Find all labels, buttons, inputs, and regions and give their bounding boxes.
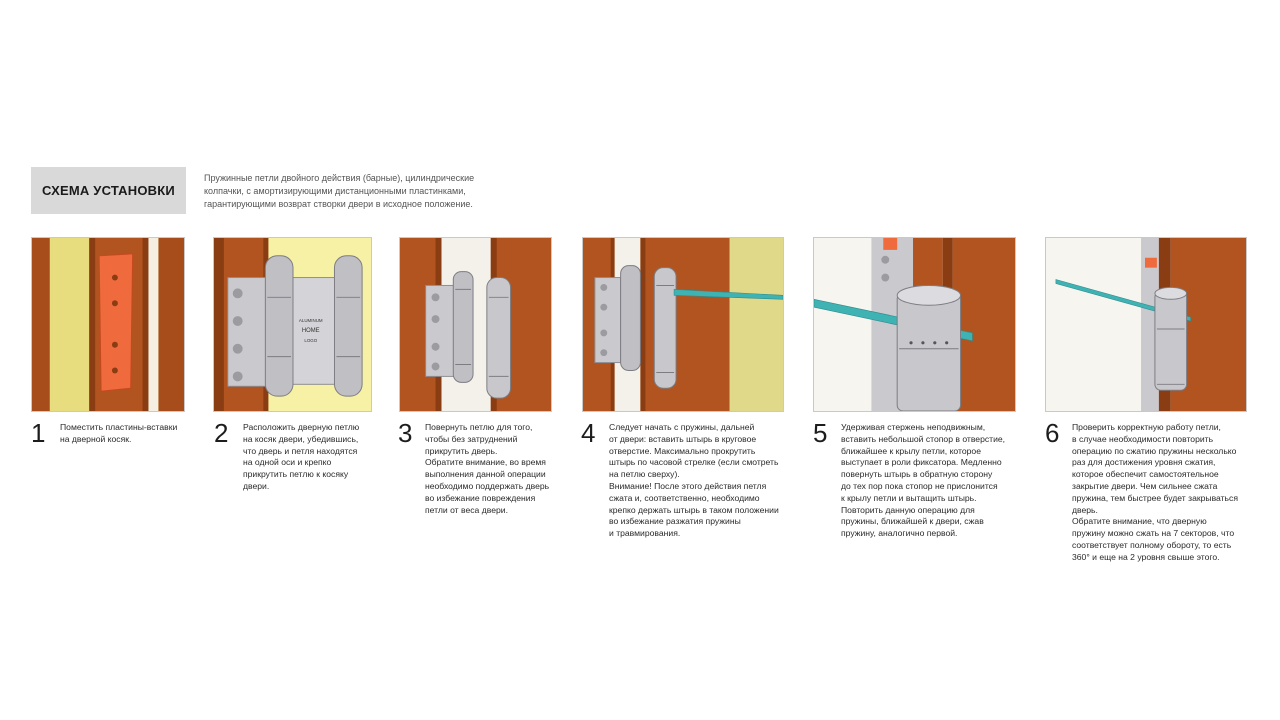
step-line: крепко держать штырь в таком положении (609, 504, 779, 515)
step-line: в случае необходимости повторить (1072, 433, 1214, 444)
step-line: и травмирования. (609, 528, 681, 539)
step-1-text: Поместить пластины-вставки на дверной ко… (60, 422, 177, 446)
step-line: необходимо поддержать дверь (425, 480, 550, 491)
step-line: Удерживая стержень неподвижным, (841, 422, 986, 432)
step-line: отверстие. Максимально прокрутить (609, 445, 756, 456)
hinge-logo-line: LOGO (304, 338, 317, 343)
intro-line: колпачки, с амортизирующими дистанционны… (204, 186, 466, 196)
intro-line: Пружинные петли двойного действия (барны… (204, 173, 475, 183)
step-6-text: Проверить корректную работу петли, в слу… (1072, 422, 1238, 564)
step-line: петли от веса двери. (425, 504, 508, 515)
step-2-illustration: ALUMINUM HOME LOGO (213, 237, 372, 412)
step-line: пружина, тем быстрее будет закрываться (1072, 492, 1238, 503)
step-line: соответствует полному обороту, то есть (1072, 539, 1232, 550)
step-line: Внимание! После этого действия петля (609, 480, 767, 491)
step-line: на петлю сверху). (609, 469, 680, 480)
step-line: Поместить пластины-вставки (60, 422, 178, 432)
step-line: прикрутить петлю к косяку (243, 469, 349, 480)
step-4-text: Следует начать с пружины, дальней от две… (609, 422, 779, 540)
step-line: на дверной косяк. (60, 433, 132, 444)
step-line: чтобы без затруднений (425, 433, 518, 444)
step-line: к крылу петли и вытащить штырь. (841, 492, 977, 503)
step-line: во избежание повреждения (425, 492, 536, 503)
step-line: двери. (243, 480, 270, 491)
step-line: ближайшее к крылу петли, которое (841, 445, 981, 456)
step-line: операцию по сжатию пружины несколько (1072, 445, 1237, 456)
step-line: до тех пор пока стопор не прислонится (841, 480, 998, 491)
step-line: 360° и еще на 2 уровня свыше этого. (1072, 551, 1220, 562)
step-line: пружины, ближайшей к двери, сжав (841, 516, 984, 527)
step-line: Обратите внимание, что дверную (1072, 516, 1207, 527)
intro-line: гарантирующими возврат створки двери в и… (204, 199, 473, 209)
step-line: Повернуть петлю для того, (425, 422, 533, 432)
step-line: которое обеспечит самостоятельное (1072, 469, 1219, 480)
step-1-illustration (31, 237, 185, 412)
step-4-number: 4 (581, 418, 596, 448)
step-line: дверь. (1072, 504, 1098, 515)
step-line: во избежание разжатия пружины (609, 516, 741, 527)
step-line: Обратите внимание, во время (425, 457, 546, 468)
step-3-text: Повернуть петлю для того, чтобы без затр… (425, 422, 549, 516)
step-line: Проверить корректную работу петли, (1072, 422, 1221, 432)
step-5-text: Удерживая стержень неподвижным, вставить… (841, 422, 1005, 540)
step-line: сжата и, соответственно, необходимо (609, 492, 760, 503)
step-line: штырь по часовой стрелке (если смотреть (609, 457, 779, 468)
step-line: от двери: вставить штырь в круговое (609, 433, 757, 444)
step-line: раз для достижения уровня сжатия, (1072, 457, 1216, 468)
step-line: прикрутить дверь. (425, 445, 498, 456)
step-line: Повторить данную операцию для (841, 504, 975, 515)
hinge-logo-line: HOME (302, 328, 320, 334)
intro-text: Пружинные петли двойного действия (барны… (204, 172, 504, 211)
step-line: Следует начать с пружины, дальней (609, 422, 755, 432)
step-line: Расположить дверную петлю (243, 422, 360, 432)
step-1-number: 1 (31, 418, 46, 448)
hinge-logo-line: ALUMINUM (299, 318, 323, 323)
step-6-number: 6 (1045, 418, 1060, 448)
step-line: пружину, аналогично первой. (841, 528, 958, 539)
step-3-number: 3 (398, 418, 413, 448)
step-line: пружину можно сжать на 7 секторов, что (1072, 528, 1235, 539)
step-line: выступает в роли фиксатора. Медленно (841, 457, 1002, 468)
step-4-illustration (582, 237, 784, 412)
step-3-illustration (399, 237, 552, 412)
step-line: повернуть штырь в обратную сторону (841, 469, 993, 480)
step-line: на косяк двери, убедившись, (243, 433, 359, 444)
step-5-illustration (813, 237, 1016, 412)
step-2-text: Расположить дверную петлю на косяк двери… (243, 422, 359, 493)
step-line: на одной оси и крепко (243, 457, 332, 468)
step-6-illustration (1045, 237, 1247, 412)
step-2-number: 2 (214, 418, 229, 448)
step-line: выполнения данной операции (425, 469, 546, 480)
page-title: СХЕМА УСТАНОВКИ (31, 167, 186, 214)
step-line: вставить небольшой стопор в отверстие, (841, 433, 1006, 444)
step-5-number: 5 (813, 418, 828, 448)
step-line: закрытие двери. Чем сильнее сжата (1072, 480, 1218, 491)
step-line: что дверь и петля находятся (243, 445, 358, 456)
